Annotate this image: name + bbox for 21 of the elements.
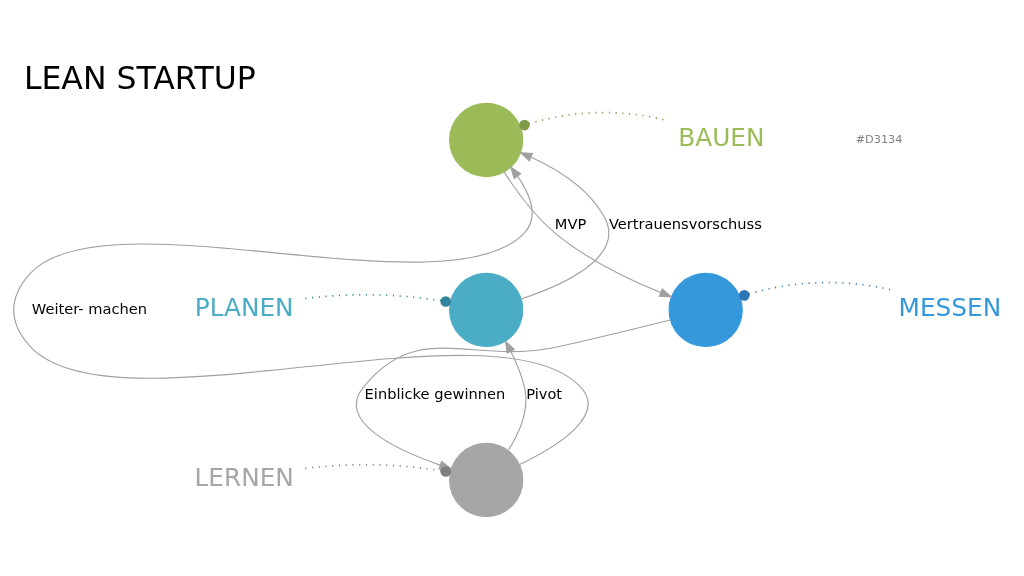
arrow [503, 171, 673, 298]
edge-label: Einblicke gewinnen [364, 384, 505, 402]
node-circle [668, 272, 743, 348]
edge-label: MVP [554, 214, 586, 232]
label: #D3134 [855, 132, 902, 146]
node-text: PLANEN [194, 293, 294, 323]
node-text: BAUEN [677, 123, 765, 153]
arrow [12, 165, 589, 466]
connector [302, 293, 451, 307]
edge-label: Weiter- machen [31, 299, 147, 317]
diagram-title: LEAN STARTUP [23, 60, 256, 97]
edge-label: Pivot [525, 384, 562, 402]
arrow [504, 339, 526, 451]
arrow [518, 152, 609, 300]
connector [738, 281, 891, 301]
node-text: LERNEN [194, 463, 294, 493]
node-text: MESSEN [898, 293, 1001, 323]
connector [302, 463, 451, 477]
node-circle [448, 272, 523, 348]
node-circle [448, 442, 523, 518]
edge-label: Vertrauensvorschuss [608, 214, 762, 232]
